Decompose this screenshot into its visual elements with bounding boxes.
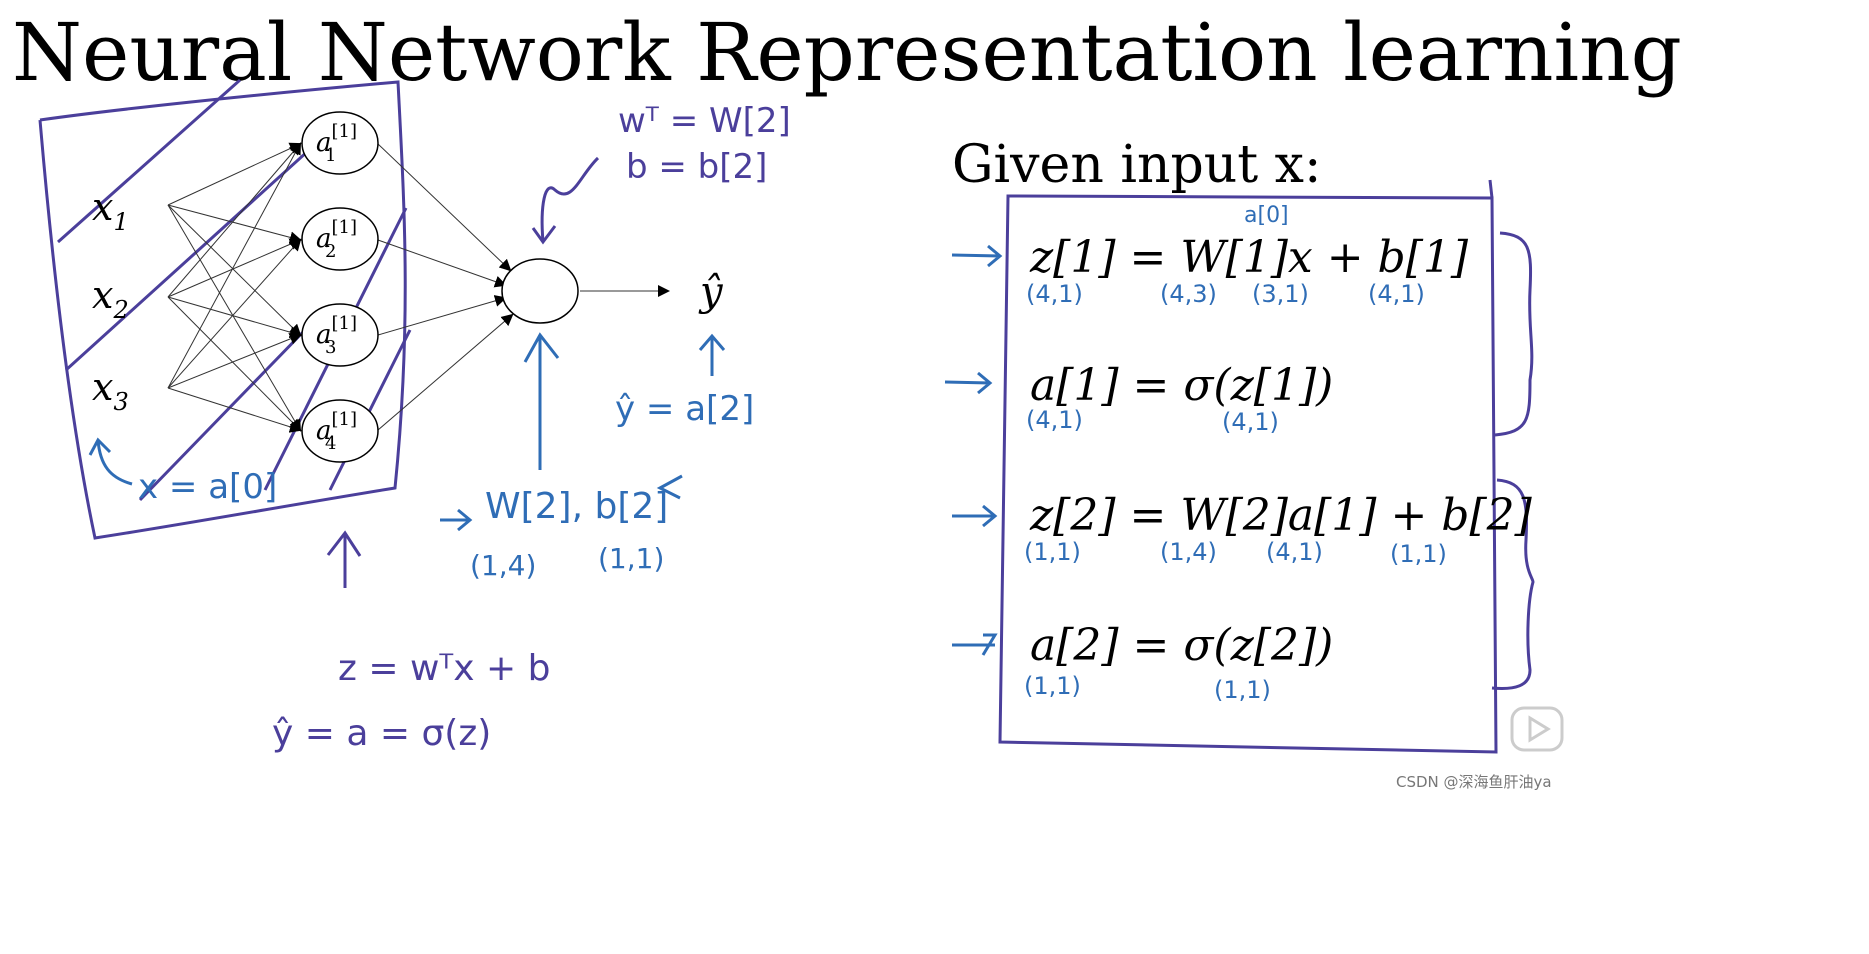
equation-3: z[2] = W[2]a[1] + b[2] <box>1029 490 1533 541</box>
equation-4: a[2] = σ(z[2]) <box>1030 620 1333 671</box>
brace-2 <box>1491 478 1535 690</box>
equation-1-dim-4: (4,1) <box>1368 280 1425 308</box>
arrow-to-b2 <box>656 474 683 500</box>
hidden-node-1 <box>301 111 379 175</box>
annotation-dim-b2: (1,1) <box>598 542 664 575</box>
up-arrow-yhat <box>698 333 726 376</box>
purple-scribble-5 <box>328 329 412 491</box>
annotation-w2-b2: W[2], b[2] <box>485 486 668 527</box>
purple-scribble-2 <box>64 120 342 372</box>
equation-1-dim-3: (3,1) <box>1252 280 1309 308</box>
equation-arrows <box>944 244 1003 656</box>
equation-4-dim-2: (1,1) <box>1214 676 1271 704</box>
equation-3-dim-4: (1,1) <box>1390 540 1447 568</box>
input-label-x2: x2 <box>92 273 129 324</box>
annotation-z-eq: z = wᵀx + b <box>338 648 550 689</box>
hidden-label-2: a[1]2 <box>316 217 357 262</box>
equation-2: a[1] = σ(z[1]) <box>1030 360 1333 411</box>
equation-1-note: a[0] <box>1244 203 1289 228</box>
watermark: CSDN @深海鱼肝油ya <box>1396 773 1552 791</box>
play-button-icon[interactable] <box>1510 706 1564 752</box>
annotation-wt-eq: wᵀ = W[2] <box>618 101 791 141</box>
purple-box-outline <box>38 80 407 540</box>
slide-title: Neural Network Representation learning <box>12 6 1682 99</box>
right-box-tick <box>1488 179 1494 199</box>
equation-3-dim-1: (1,1) <box>1024 538 1081 566</box>
annotation-b-eq: b = b[2] <box>626 147 767 187</box>
equation-3-dim-3: (4,1) <box>1266 538 1323 566</box>
input-hidden-edges <box>167 142 302 433</box>
purple-scribble-1 <box>57 78 241 244</box>
input-label-x3: x3 <box>92 365 129 416</box>
hidden-node-4 <box>301 399 379 463</box>
given-input-heading: Given input x: <box>952 135 1322 195</box>
equation-2-dim-1: (4,1) <box>1026 406 1083 434</box>
equation-1-dim-1: (4,1) <box>1026 280 1083 308</box>
brace-1 <box>1494 231 1534 437</box>
squiggle-arrowhead-top <box>531 225 557 245</box>
squiggle-arrow-top <box>540 156 600 243</box>
hidden-node-3 <box>301 303 379 367</box>
output-label-yhat: ŷ <box>698 269 724 315</box>
equation-2-dim-2: (4,1) <box>1222 408 1279 436</box>
input-label-x1: x1 <box>92 185 129 236</box>
hidden-label-1: a[1]1 <box>316 121 357 166</box>
equation-1: z[1] = W[1]x + b[1] <box>1029 232 1469 283</box>
up-arrow-output <box>523 332 560 470</box>
hook-arrow-x <box>88 437 133 486</box>
output-node <box>501 258 579 324</box>
annotation-yhat-eq-a2: ŷ = a[2] <box>615 389 754 429</box>
hidden-label-4: a[1]4 <box>316 409 357 454</box>
arrow-to-w2 <box>440 508 473 532</box>
up-arrow-hidden <box>326 530 362 588</box>
annotation-x-eq-a0: x = a[0] <box>138 467 277 507</box>
right-box-outline <box>998 194 1498 754</box>
hidden-output-edges <box>377 143 670 431</box>
purple-scribble-3 <box>138 328 307 502</box>
annotation-dim-w2: (1,4) <box>470 549 536 582</box>
hidden-node-2 <box>301 207 379 271</box>
equation-1-dim-2: (4,3) <box>1160 280 1217 308</box>
annotation-yhat-eq: ŷ = a = σ(z) <box>272 713 491 754</box>
equation-3-dim-2: (1,4) <box>1160 538 1217 566</box>
equation-4-dim-1: (1,1) <box>1024 672 1081 700</box>
hidden-label-3: a[1]3 <box>316 313 357 358</box>
